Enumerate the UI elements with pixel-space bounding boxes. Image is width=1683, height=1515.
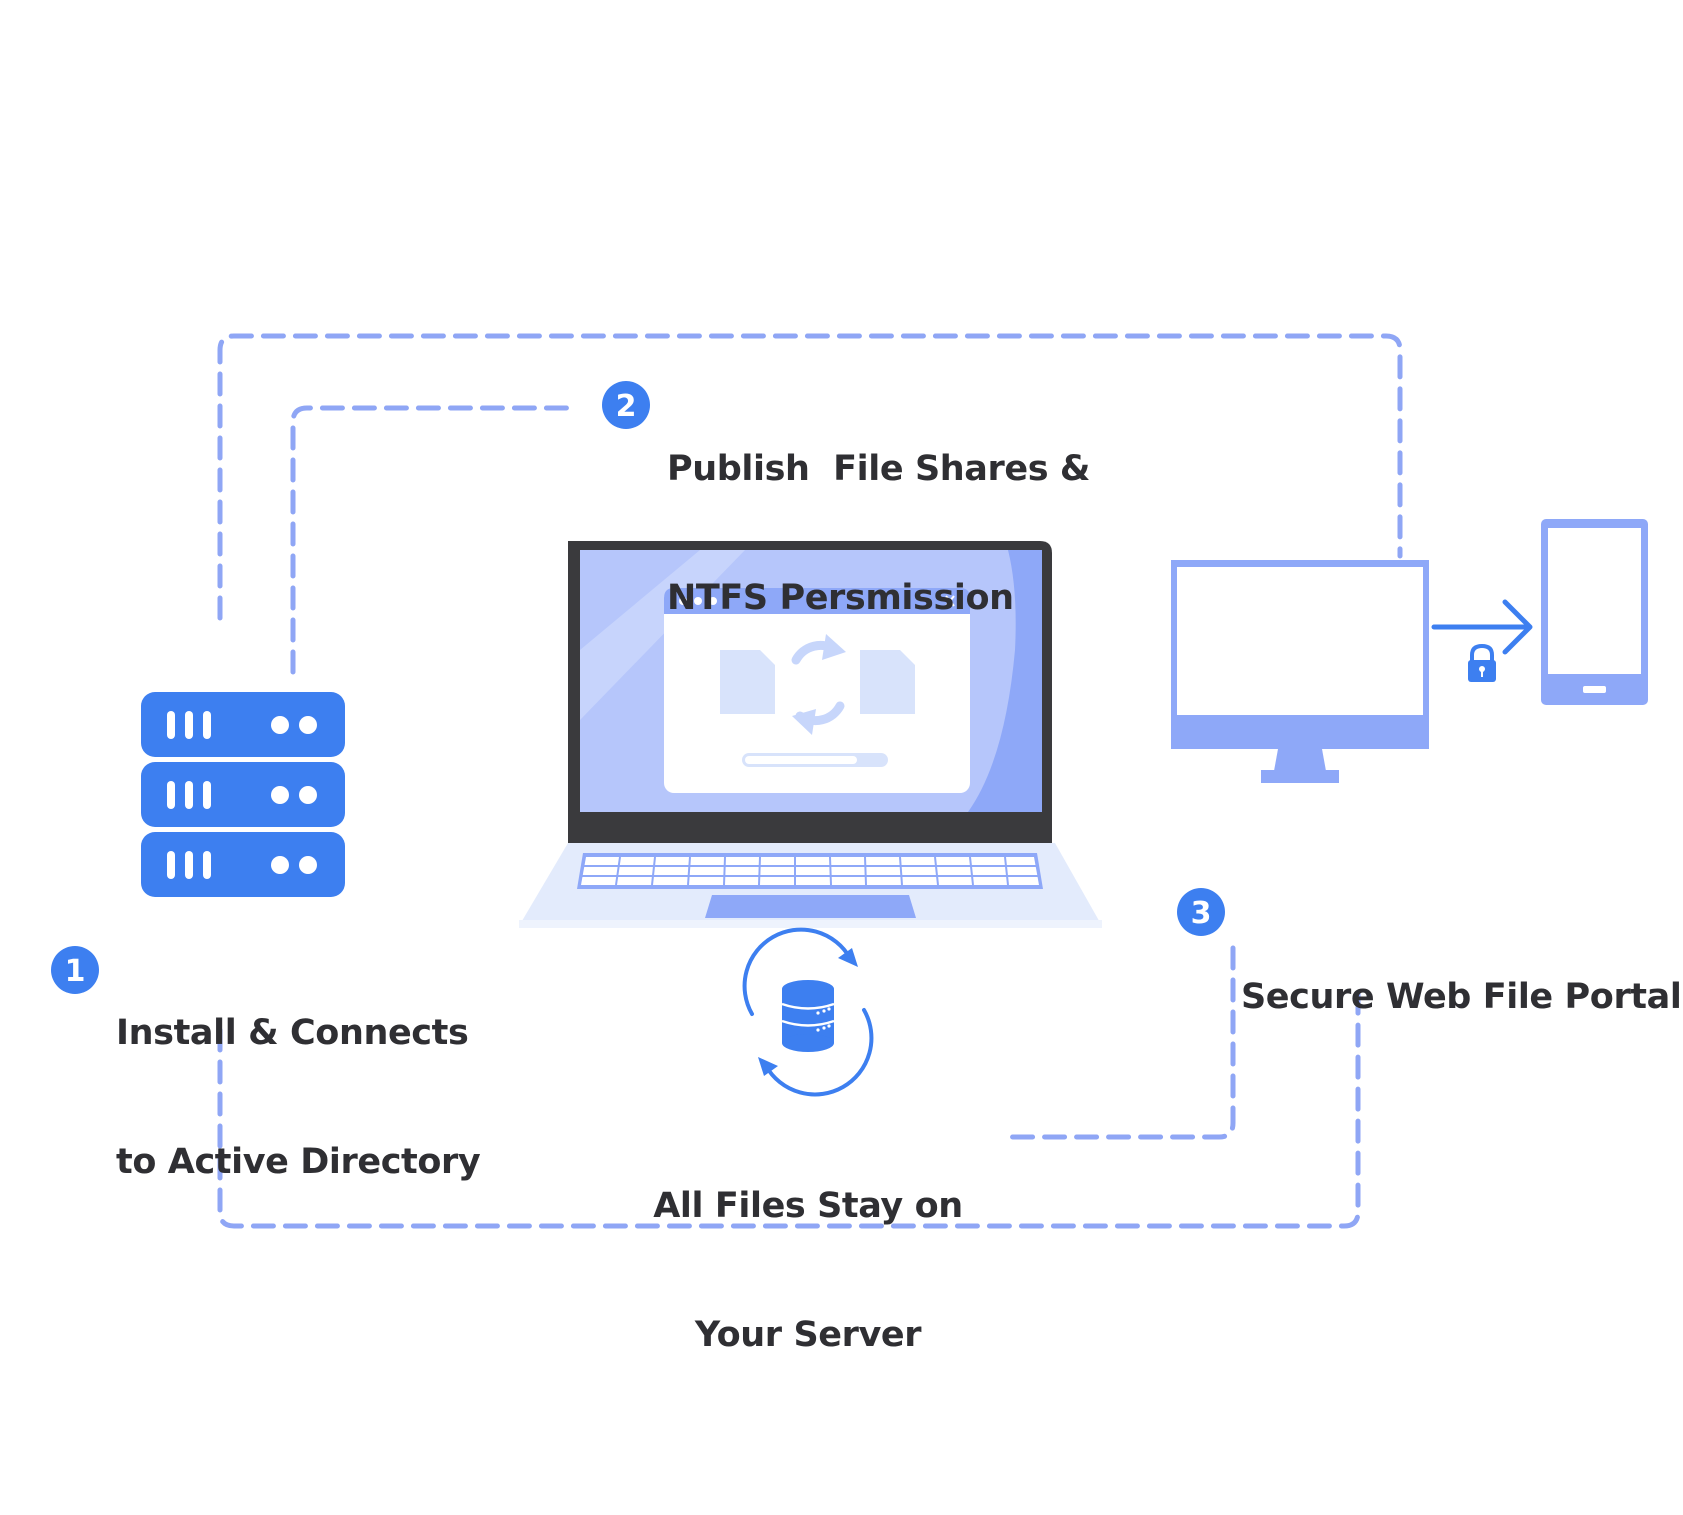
desktop-monitor-icon: [1171, 560, 1429, 783]
step-2-badge: 2: [602, 381, 650, 429]
step-1-label: Install & Connects to Active Directory: [116, 926, 481, 1227]
svg-text:1: 1: [65, 954, 86, 989]
step-1-line-2: to Active Directory: [116, 1142, 481, 1182]
outer-top-connector: [217, 333, 1403, 621]
step-3-badge: 3: [1177, 888, 1225, 936]
outer-bottom-connector: [217, 982, 1361, 1229]
server-stack-icon: [141, 692, 345, 897]
mobile-phone-icon: [1541, 519, 1648, 705]
step-2-line-2: NTFS Persmission: [667, 578, 1014, 618]
svg-text:2: 2: [616, 389, 637, 424]
inner-top-connector: [290, 405, 571, 675]
storage-label: All Files Stay on Your Server: [608, 1099, 1008, 1400]
database-sync-icon: [742, 927, 874, 1097]
step-1-badge: 1: [51, 946, 99, 994]
close-icon: [945, 595, 955, 607]
connector-lines: [217, 333, 1403, 1229]
step-2-label: Publish File Shares & NTFS Persmission: [667, 362, 1090, 663]
storage-line-1: All Files Stay on: [653, 1186, 963, 1226]
step-3-label: Secure Web File Portal: [1241, 890, 1682, 1062]
storage-line-2: Your Server: [694, 1315, 922, 1355]
svg-text:3: 3: [1191, 896, 1212, 931]
lock-icon: [1468, 643, 1496, 682]
step-2-line-1: Publish File Shares &: [667, 449, 1091, 489]
arrow-right-icon: [1431, 599, 1533, 655]
step-1-line-1: Install & Connects: [116, 1013, 469, 1053]
step-3-line-1: Secure Web File Portal: [1241, 977, 1682, 1017]
inner-bottom-connector: [1002, 945, 1236, 1140]
file-sync-window-icon: [664, 588, 970, 793]
